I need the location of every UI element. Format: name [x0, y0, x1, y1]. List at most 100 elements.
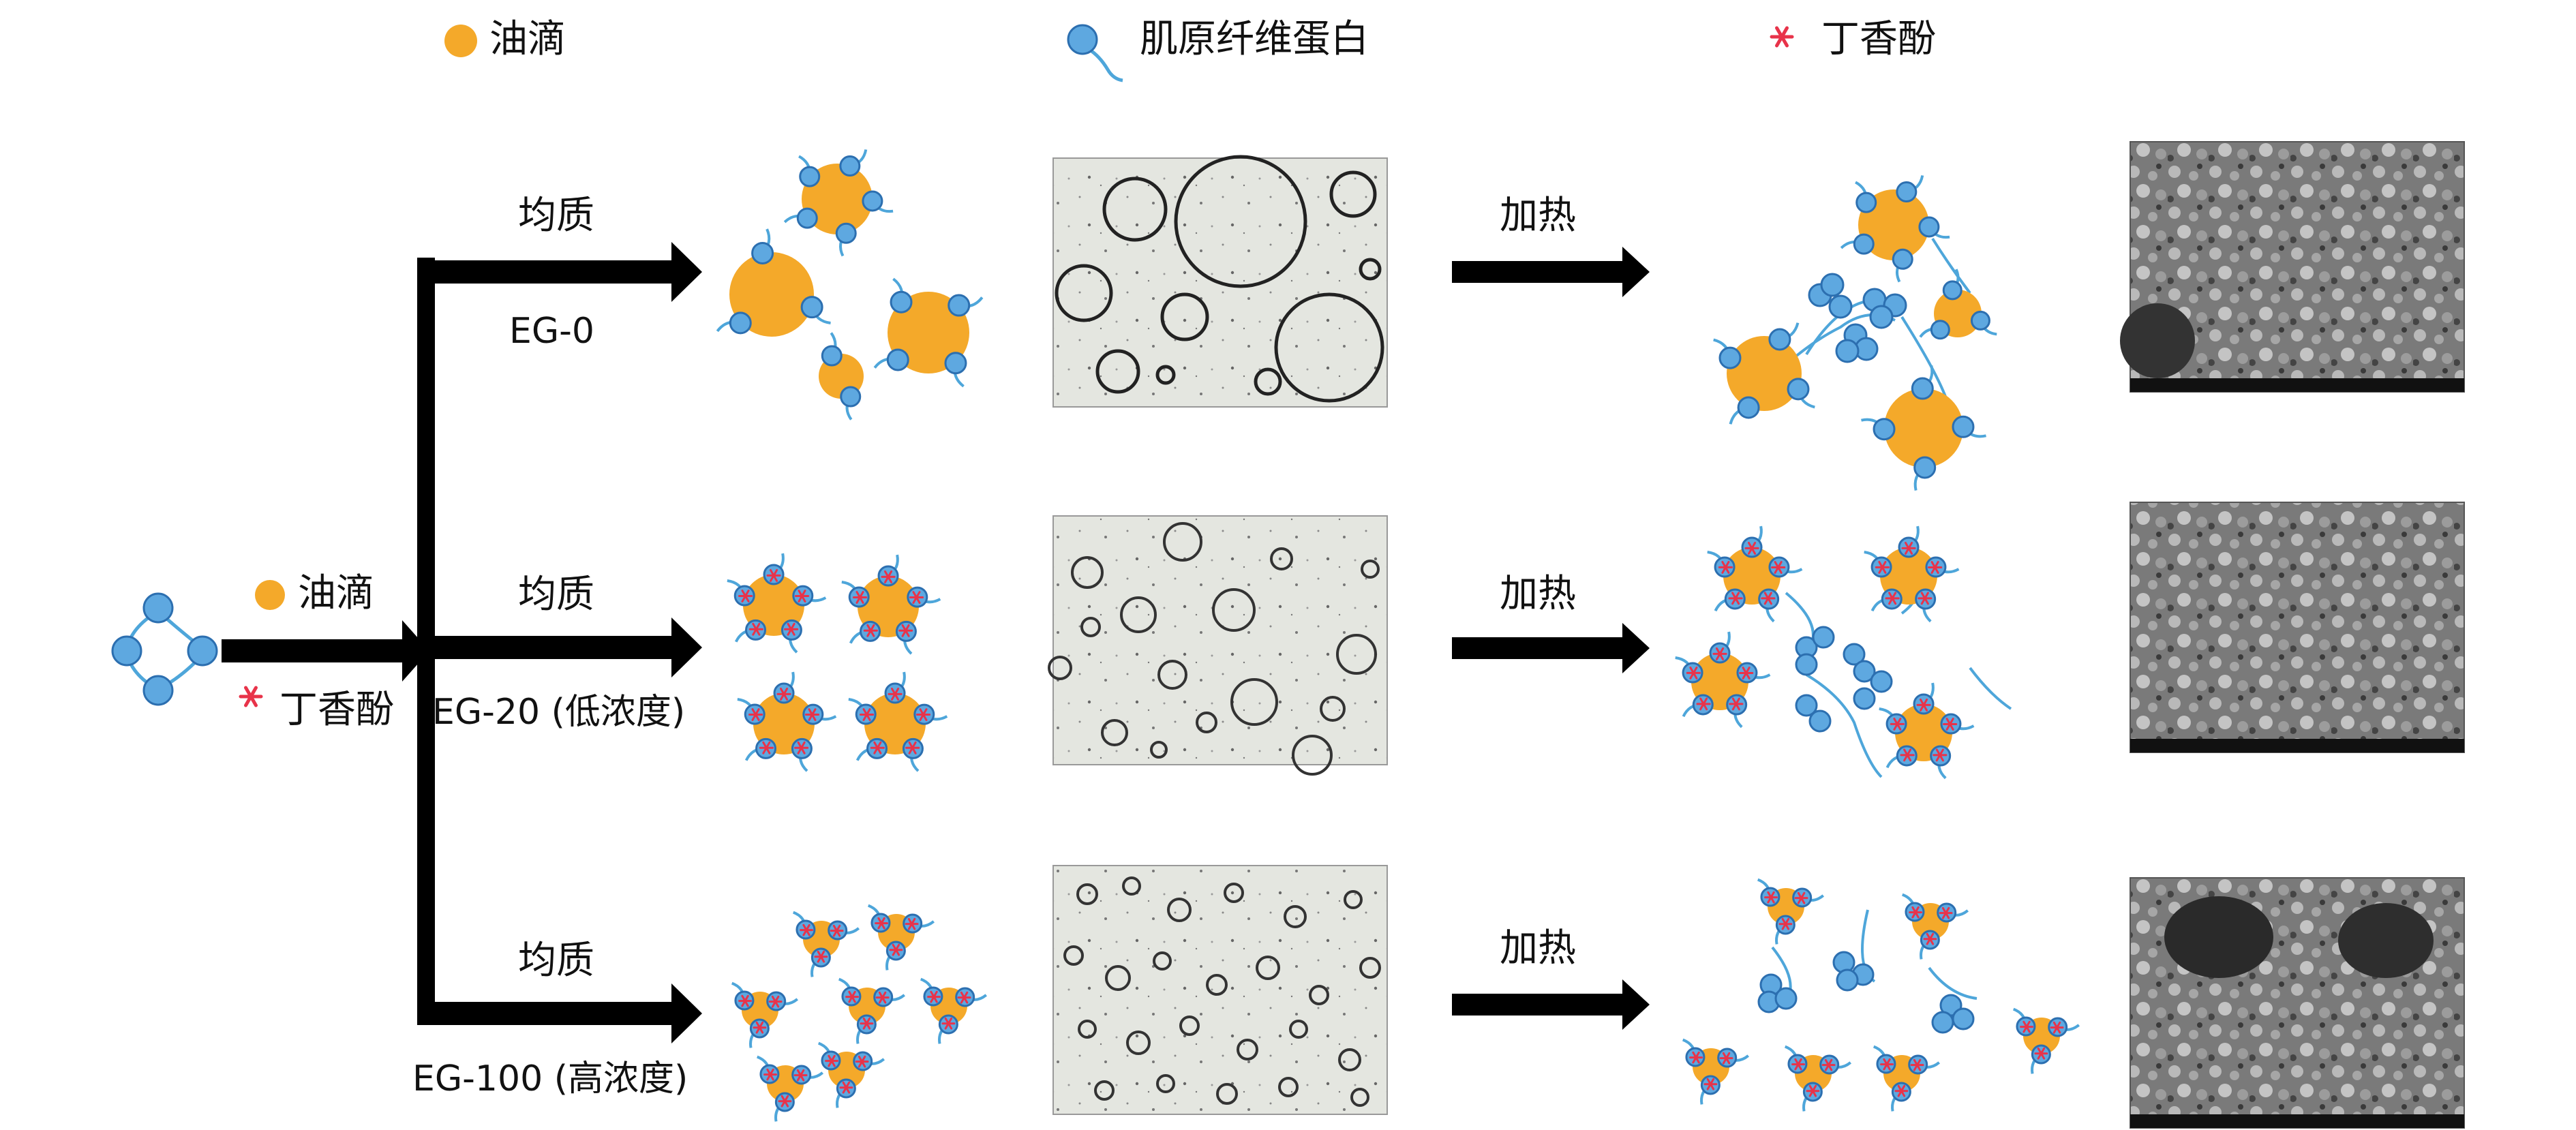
- coated-oil-droplet: [1682, 1038, 1750, 1105]
- protein-icon: [1726, 694, 1748, 729]
- protein-icon: [885, 941, 906, 971]
- aggregated-protein: [1870, 670, 1893, 693]
- protein-icon: [774, 1092, 795, 1122]
- protein-icon: [1775, 915, 1795, 945]
- coated-oil-droplet: [838, 977, 906, 1044]
- eugenol-icon: [1703, 1078, 1718, 1090]
- coated-oil-droplet: [873, 277, 984, 388]
- protein-strand: [1785, 571, 2012, 778]
- eugenol-icon: [1900, 748, 1915, 762]
- eugenol-icon: [859, 708, 875, 721]
- coated-oil-droplet: [792, 911, 860, 977]
- coated-oil-droplet: [920, 977, 988, 1044]
- coated-oil-droplet: [1901, 893, 1969, 960]
- eugenol-icon: [941, 1017, 956, 1030]
- protein-icon: [1970, 310, 1997, 336]
- row3-micrograph: [1052, 865, 1388, 1115]
- eugenol-icon: [793, 741, 809, 754]
- protein-icon: [1896, 174, 1924, 203]
- eugenol-icon: [2050, 1021, 2064, 1034]
- aggregated-protein: [1820, 273, 1845, 297]
- protein-icon: [1930, 745, 1952, 780]
- row3-homogenize-arrow: [417, 983, 702, 1043]
- protein-icon: [1911, 365, 1934, 400]
- eugenol-icon: [1744, 541, 1759, 555]
- protein-icon: [1840, 233, 1875, 255]
- row3-sem-image: [2130, 877, 2465, 1129]
- aggregated-protein: [1795, 694, 1818, 717]
- row3-sample-label: EG-100 (高浓度): [412, 1058, 688, 1099]
- protein-icon: [1675, 656, 1703, 684]
- branch-arrows: [222, 242, 702, 1043]
- protein-icon: [948, 294, 984, 317]
- protein-icon: [1864, 550, 1892, 578]
- protein-icon: [1918, 216, 1950, 239]
- eugenol-icon: [957, 991, 971, 1004]
- eugenol-icon: [839, 1081, 853, 1094]
- protein-icon: [1787, 378, 1815, 409]
- eugenol-icon: [763, 1068, 778, 1081]
- row3-heat-arrow: [1452, 979, 1650, 1030]
- eugenol-icon: [753, 1021, 767, 1034]
- source-protein-cluster: [111, 592, 218, 706]
- eugenol-icon: [1943, 718, 1958, 731]
- eugenol-icon: [1890, 718, 1905, 731]
- row1-sem-image: [2120, 141, 2465, 393]
- eugenol-icon: [748, 708, 763, 721]
- coated-oil-droplet: [716, 228, 831, 337]
- eugenol-icon: [1729, 697, 1744, 711]
- coated-oil-droplet: [731, 981, 799, 1048]
- coated-oil-droplet: [1757, 878, 1825, 945]
- coated-oil-droplet: [2012, 1007, 2080, 1074]
- coated-oil-droplet: [1919, 269, 1997, 340]
- aggregated-protein: [1843, 643, 1866, 666]
- eugenol-icon: [1719, 1052, 1733, 1065]
- eugenol-icon: [794, 590, 810, 602]
- protein-icon: [895, 620, 917, 655]
- protein-icon: [840, 386, 862, 421]
- protein-icon: [1942, 269, 1963, 301]
- coated-oil-droplet: [1675, 631, 1771, 729]
- aggregated-protein: [1774, 987, 1798, 1010]
- aggregated-protein: [1853, 660, 1876, 683]
- eugenol-icon: [889, 943, 903, 956]
- protein-icon: [791, 737, 813, 772]
- protein-icon: [944, 352, 967, 388]
- eugenol-icon: [909, 591, 924, 604]
- row2-heat-arrow: [1452, 623, 1650, 673]
- row2-process-label: 均质: [518, 572, 594, 617]
- protein-icon: [810, 947, 831, 977]
- legend-eugenol-label: 丁香酚: [1821, 17, 1936, 61]
- eugenol-icon: [766, 568, 781, 582]
- aggregated-protein: [1952, 1007, 1975, 1030]
- protein-icon: [744, 737, 777, 761]
- eugenol-icon: [1686, 667, 1701, 679]
- eugenol-icon: [768, 995, 783, 1008]
- coated-oil-droplet: [1879, 682, 1975, 780]
- eugenol-icon: [927, 990, 941, 1003]
- eugenol-icon: [905, 917, 919, 930]
- row1-homogenize-arrow: [417, 242, 702, 302]
- eugenol-icon: [830, 924, 844, 937]
- eugenol-icon: [1689, 1051, 1703, 1064]
- protein-icon: [856, 1014, 877, 1044]
- coated-oil-droplet: [1861, 365, 1986, 491]
- eugenol-icon: [2020, 1020, 2034, 1033]
- protein-strand: [1785, 237, 1971, 410]
- protein-icon: [1768, 322, 1800, 351]
- protein-icon: [1700, 1075, 1721, 1105]
- protein-icon: [1729, 396, 1760, 425]
- heating-arrows: [1452, 247, 1650, 1030]
- eugenol-icon: [783, 622, 799, 636]
- coated-oil-droplet: [817, 1041, 885, 1108]
- legend: 油滴 肌原纤维蛋白 丁香酚: [444, 17, 1936, 82]
- protein-icon: [1898, 525, 1920, 558]
- row1-gel-network: [1713, 174, 1997, 491]
- eugenol-icon: [759, 741, 774, 754]
- protein-icon: [836, 1078, 856, 1108]
- eugenol-icon: [1791, 1058, 1806, 1071]
- eugenol-icon: [825, 1054, 839, 1067]
- coated-oil-droplet: [783, 149, 894, 257]
- coated-oil-droplet: [1713, 322, 1815, 425]
